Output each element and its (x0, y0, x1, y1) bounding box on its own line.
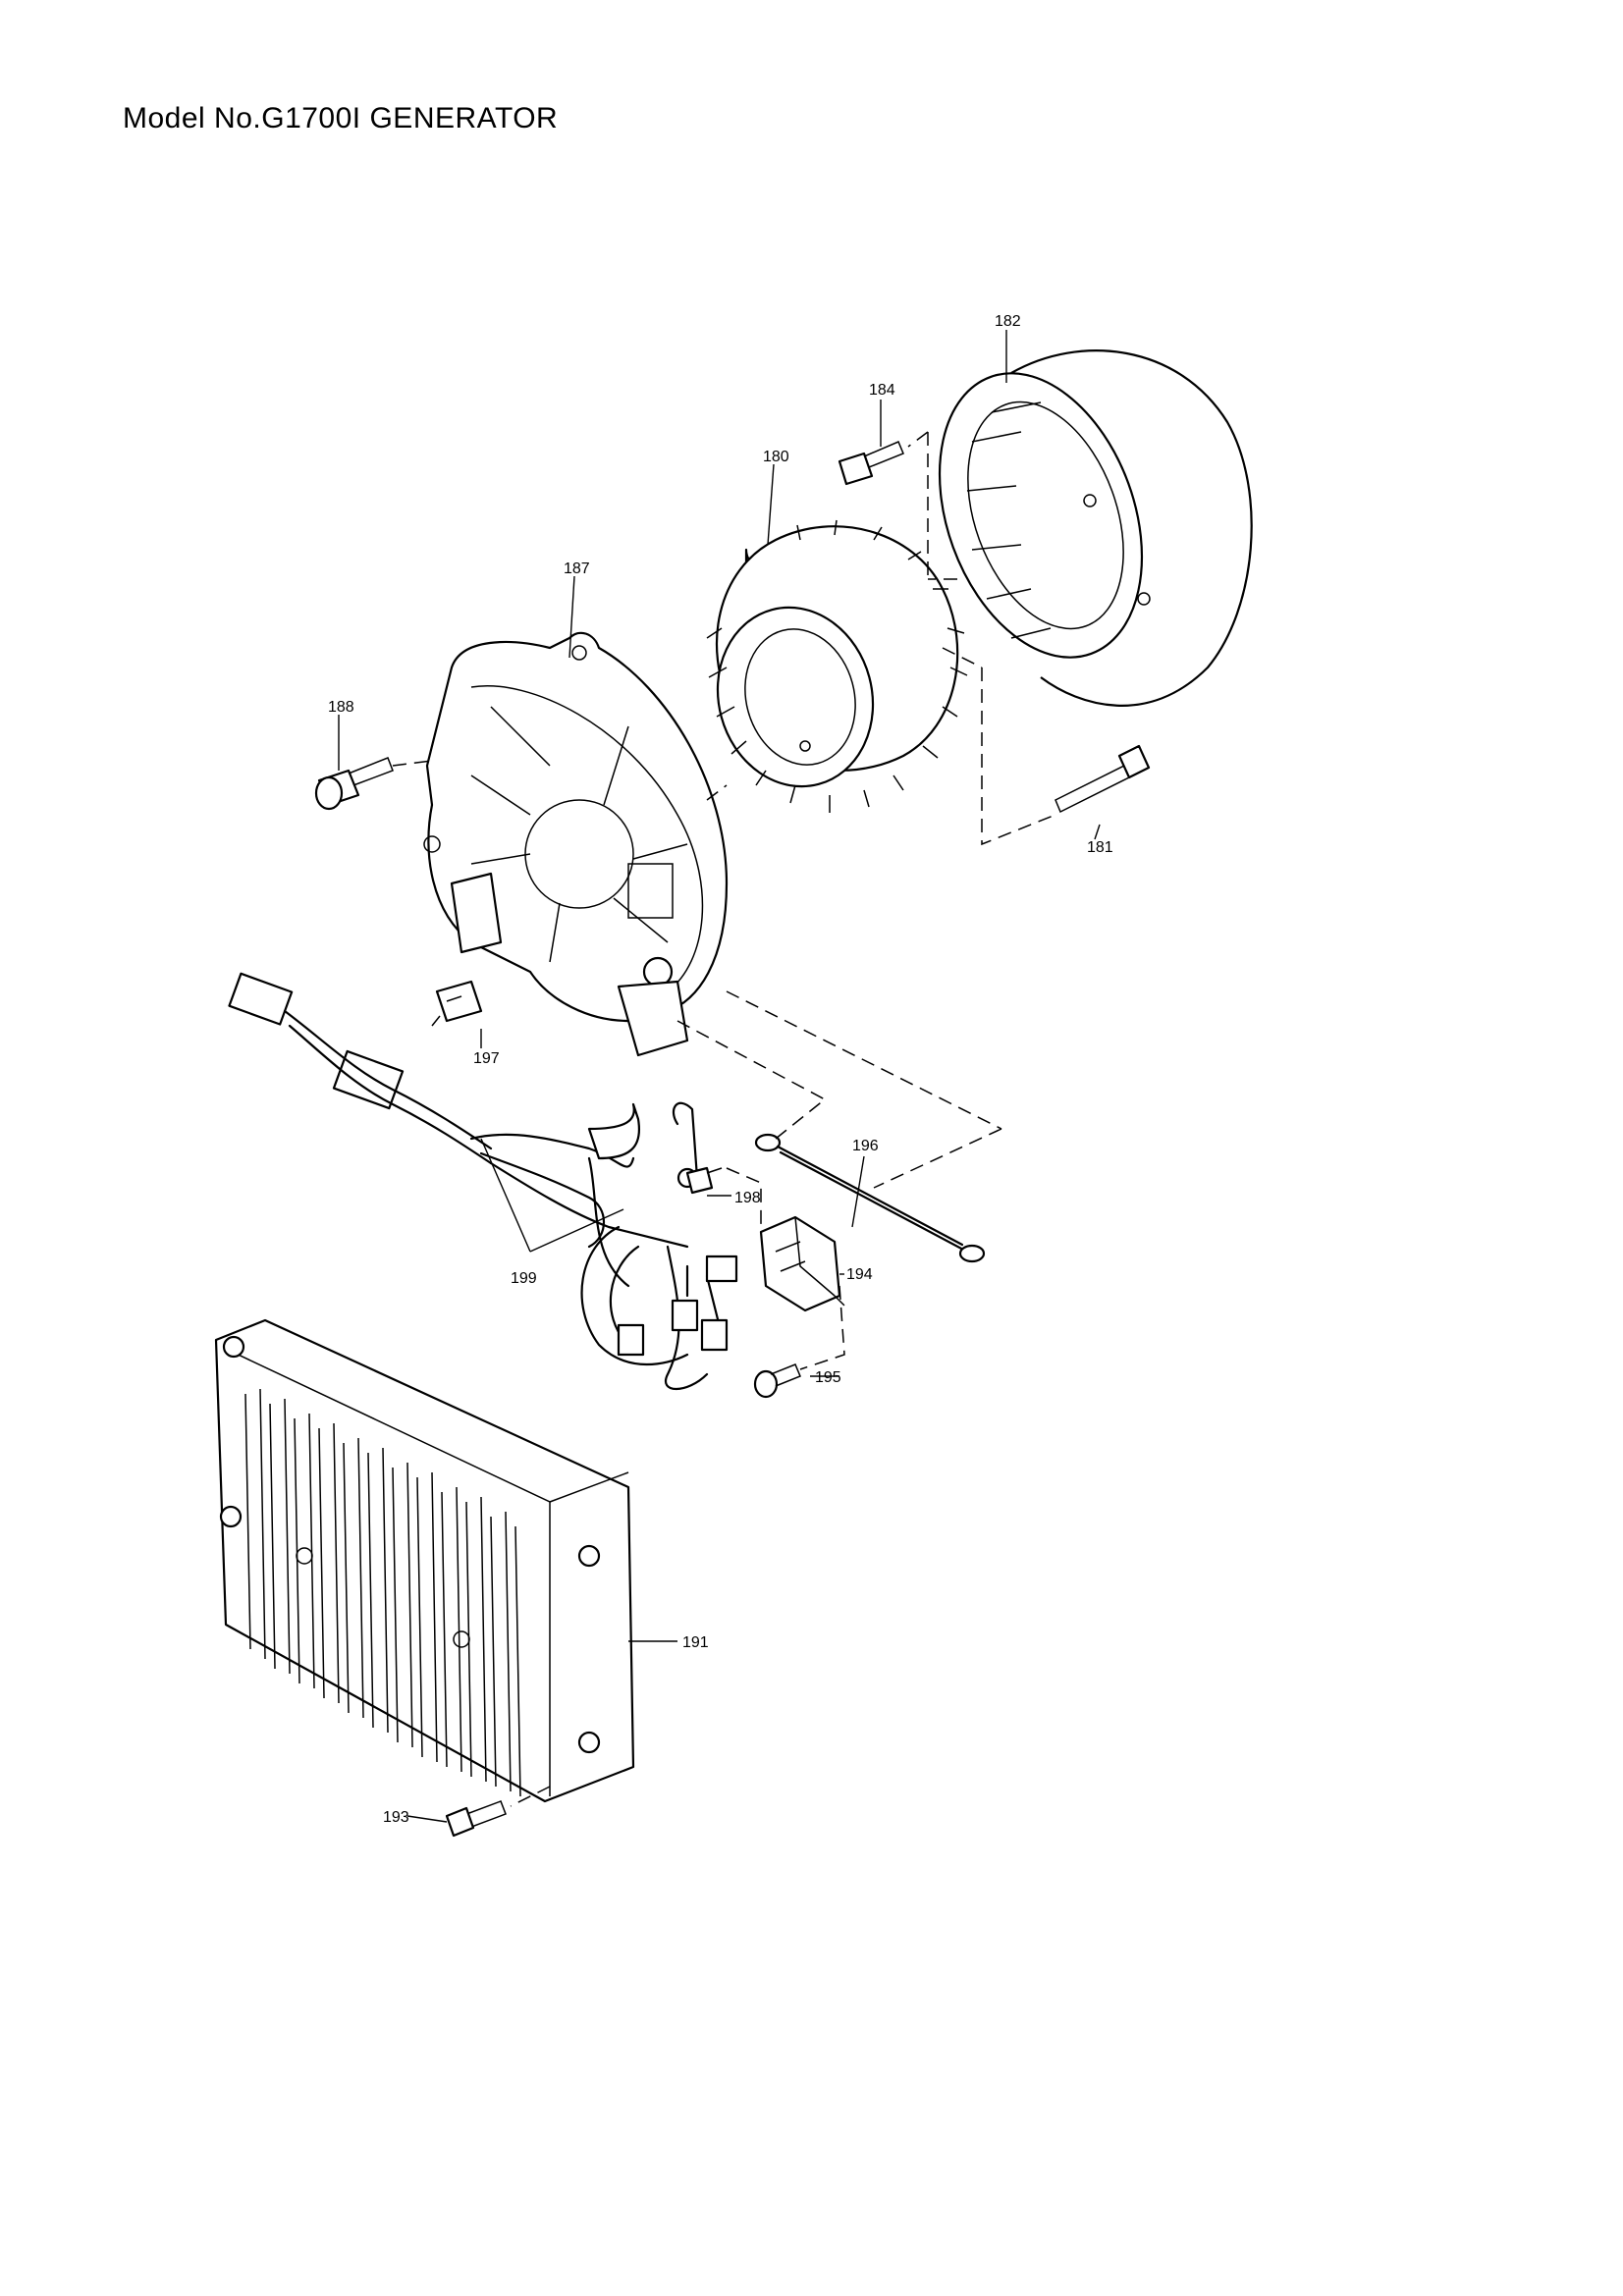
leader-lines (338, 330, 1101, 1823)
assembly-dashed-lines (392, 431, 1056, 1807)
rotor-cup-drawing (938, 349, 1253, 707)
part-label-194: 194 (846, 1266, 873, 1283)
part-label-181: 181 (1087, 839, 1113, 856)
part-label-193: 193 (383, 1809, 409, 1826)
stator-drawing (706, 519, 968, 813)
bolt-188-drawing (314, 757, 394, 811)
bolt-193-drawing (445, 1800, 507, 1838)
part-label-187: 187 (564, 561, 590, 577)
end-cover-drawing (423, 631, 729, 1057)
connector-holder-drawing (759, 1215, 841, 1312)
wire-harness-drawing (228, 972, 738, 1390)
bolt-198-drawing (685, 1166, 723, 1195)
ground-wire-drawing (754, 1133, 986, 1263)
clip-197-drawing (431, 980, 483, 1027)
part-label-184: 184 (869, 382, 895, 399)
part-label-199: 199 (511, 1270, 537, 1287)
part-label-180: 180 (763, 449, 789, 465)
part-label-198: 198 (734, 1190, 761, 1206)
bolt-181-drawing (1055, 744, 1151, 814)
part-label-191: 191 (682, 1634, 709, 1651)
part-label-188: 188 (328, 699, 354, 716)
part-number-labels: 182 184 180 187 188 181 197 196 198 194 … (328, 313, 1113, 1826)
bolt-184-drawing (838, 441, 904, 486)
heatsink-inverter-drawing (214, 1318, 635, 1803)
part-label-182: 182 (995, 313, 1021, 330)
page-title: Model No.G1700I GENERATOR (123, 102, 559, 134)
part-label-195: 195 (815, 1369, 841, 1386)
part-label-196: 196 (852, 1138, 879, 1154)
part-label-197: 197 (473, 1050, 500, 1067)
screw-195-drawing (753, 1363, 801, 1399)
